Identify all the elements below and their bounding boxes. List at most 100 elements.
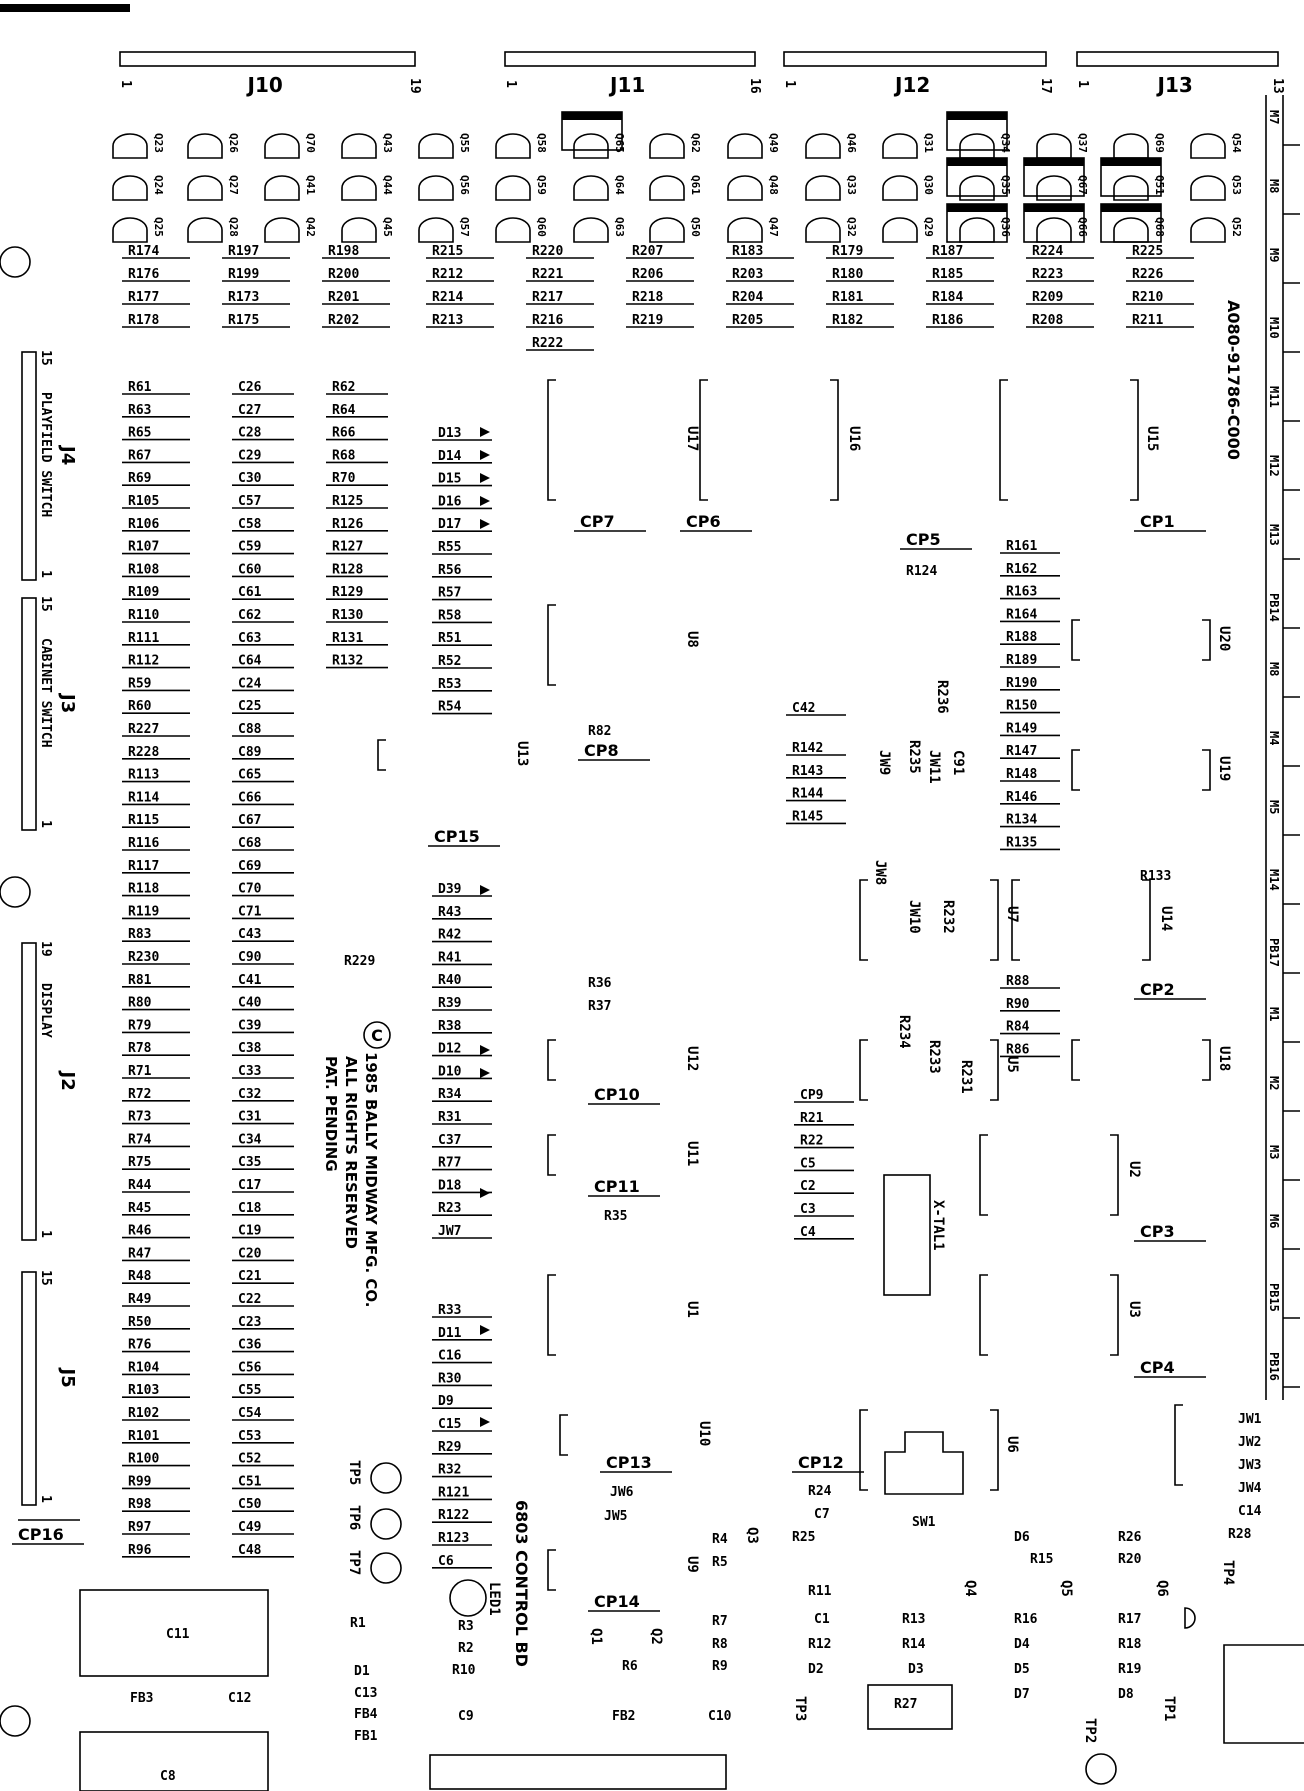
- misc-R3: R3: [458, 1619, 474, 1634]
- misc-D5: D5: [1014, 1662, 1030, 1677]
- misc-C7: C7: [814, 1507, 830, 1522]
- col-c-4: R70: [332, 471, 356, 486]
- col-d-top-3: D16: [438, 494, 462, 509]
- misc-Q4: Q4: [962, 1580, 978, 1597]
- transistor-2-5: [495, 217, 531, 243]
- transistor-label-2-4: Q57: [458, 217, 471, 237]
- chip-label-U5: U5: [1004, 1056, 1020, 1073]
- transistor-label-2-11: Q36: [999, 217, 1012, 237]
- transistor-0-7: [649, 133, 685, 159]
- transistor-label-1-5: Q59: [535, 175, 548, 195]
- col-right-2: R163: [1006, 585, 1037, 600]
- cp-label-12: CP14: [594, 1592, 640, 1611]
- col-a-50: R97: [128, 1520, 151, 1535]
- top-resistor-0-1: R176: [128, 267, 159, 282]
- col-right2-3: R86: [1006, 1042, 1030, 1057]
- misc-Q6: Q6: [1154, 1580, 1170, 1597]
- col-a-0: R61: [128, 380, 152, 395]
- col-a-44: R103: [128, 1383, 159, 1398]
- chip-label-U16: U16: [846, 426, 862, 451]
- chip-bracket-right-7: [990, 879, 999, 961]
- transistor-label-1-2: Q41: [304, 175, 317, 195]
- col-c-0: R62: [332, 380, 355, 395]
- misc-JW11: JW11: [926, 750, 942, 784]
- diode-arrow-4: [480, 519, 490, 529]
- top-connector-pin-start-1: 1: [503, 80, 518, 88]
- top-resistor-2-2: R201: [328, 290, 359, 305]
- col-a-39: R48: [128, 1269, 152, 1284]
- misc-D6: D6: [1014, 1530, 1030, 1545]
- misc-R37: R37: [588, 999, 611, 1014]
- col-b-43: C56: [238, 1360, 262, 1375]
- transistor-1-8: [727, 175, 763, 201]
- chip-bracket-left-5: [377, 739, 386, 771]
- misc-R231: R231: [958, 1060, 974, 1094]
- col-right-13: R135: [1006, 835, 1037, 850]
- left-connector-pin-end-2: 1: [38, 1230, 53, 1238]
- col-a-18: R114: [128, 790, 159, 805]
- chip-bracket-left-19: [1174, 1404, 1183, 1486]
- right-capacitor: [1223, 1644, 1304, 1744]
- col-a-29: R78: [128, 1041, 152, 1056]
- transistor-1-3: [341, 175, 377, 201]
- col-a-30: R71: [128, 1064, 152, 1079]
- top-resistor-9-3: R208: [1032, 313, 1063, 328]
- transistor-1-10: [882, 175, 918, 201]
- col-c-7: R127: [332, 540, 363, 555]
- left-connector-name-2: J2: [57, 1070, 78, 1091]
- top-connector-pin-end-2: 17: [1038, 78, 1053, 94]
- col-d-top-9: R51: [438, 631, 462, 646]
- misc-R236: R236: [934, 680, 950, 714]
- chip-label-U2: U2: [1126, 1161, 1142, 1178]
- copyright-line-2: ALL RIGHTS RESERVED: [342, 1056, 360, 1249]
- col-c-12: R132: [332, 654, 363, 669]
- transistor-label-1-1: Q27: [227, 175, 240, 195]
- col-d-mid-3: R41: [438, 950, 462, 965]
- col-d-mid-8: D10: [438, 1064, 462, 1079]
- left-connector-name-1: J3: [57, 692, 78, 713]
- misc-TP4: TP4: [1220, 1560, 1236, 1585]
- misc-R229: R229: [344, 954, 375, 969]
- top-resistor-0-2: R177: [128, 290, 159, 305]
- transistor-label-1-14: Q53: [1230, 175, 1243, 195]
- col-d-mid-9: R34: [438, 1087, 462, 1102]
- top-resistor-5-1: R206: [632, 267, 663, 282]
- col-b-29: C38: [238, 1041, 262, 1056]
- col-b-9: C61: [238, 585, 262, 600]
- edge-label-9: M4: [1267, 731, 1281, 745]
- top-connector-pin-end-1: 16: [747, 78, 762, 94]
- misc-R234: R234: [896, 1015, 912, 1049]
- misc-Q5: Q5: [1058, 1580, 1074, 1597]
- misc-R124: R124: [906, 564, 937, 579]
- misc-TP7: TP7: [346, 1550, 362, 1575]
- col-xtal-2: R22: [800, 1134, 823, 1149]
- chip-bracket-left-2: [999, 379, 1008, 501]
- misc-TP3: TP3: [792, 1696, 808, 1721]
- misc-R133: R133: [1140, 869, 1171, 884]
- col-d-low-7: R32: [438, 1463, 461, 1478]
- diode-arrow-7: [480, 1068, 490, 1078]
- col-c-8: R128: [332, 562, 363, 577]
- transistor-0-13: [1113, 133, 1149, 159]
- top-resistor-8-1: R185: [932, 267, 963, 282]
- edge-label-12: PB17: [1267, 938, 1281, 967]
- misc-Q1: Q1: [588, 1628, 604, 1645]
- col-b-48: C51: [238, 1474, 262, 1489]
- left-connector-name-3: J5: [57, 1367, 78, 1388]
- col-a-36: R45: [128, 1201, 151, 1216]
- power-transistor-tab-2: [947, 158, 1007, 166]
- misc-JW5: JW5: [604, 1509, 627, 1524]
- misc-R15: R15: [1030, 1552, 1053, 1567]
- col-d-mid-10: R31: [438, 1110, 462, 1125]
- col-d-low-8: R121: [438, 1485, 469, 1500]
- diode-arrow-10: [480, 1417, 490, 1427]
- col-a-35: R44: [128, 1178, 152, 1193]
- col-d-top-4: D17: [438, 517, 461, 532]
- col-b-37: C19: [238, 1224, 261, 1239]
- top-resistor-3-2: R214: [432, 290, 463, 305]
- col-c-11: R131: [332, 631, 363, 646]
- col-b-33: C34: [238, 1132, 262, 1147]
- misc-JW4: JW4: [1238, 1481, 1262, 1496]
- col-a-4: R69: [128, 471, 151, 486]
- misc-R2: R2: [458, 1641, 474, 1656]
